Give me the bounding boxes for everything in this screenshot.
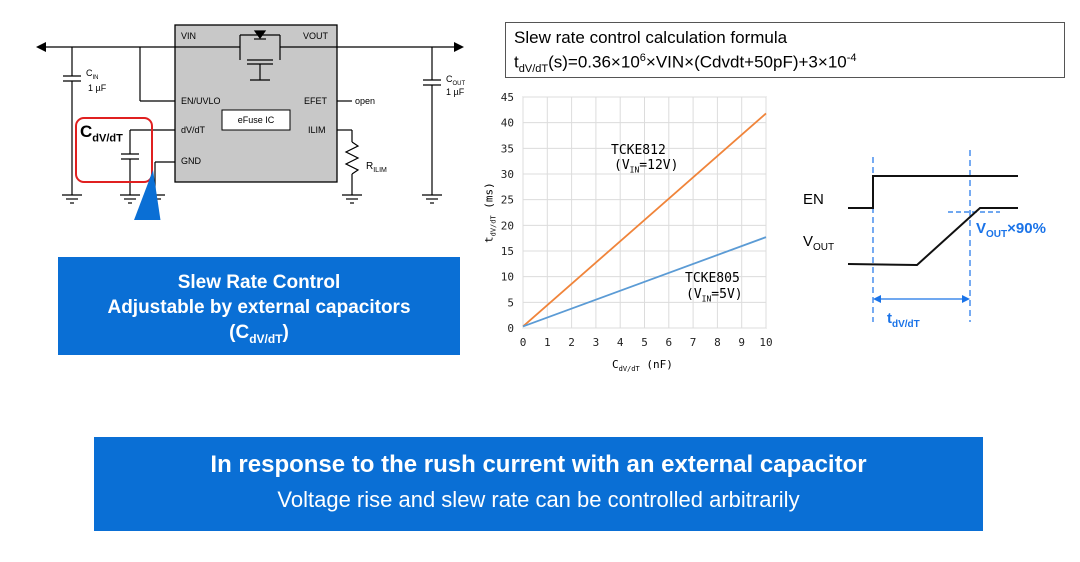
callout-line1: Slew Rate Control — [177, 272, 341, 293]
callout-pointer — [134, 170, 161, 220]
pin-gnd-label: GND — [181, 156, 201, 166]
series-line-tcke805 — [522, 236, 767, 328]
x-tick-label: 3 — [593, 336, 600, 349]
y-tick-label: 40 — [501, 117, 514, 130]
slew-rate-callout: Slew Rate Control Adjustable by external… — [58, 257, 460, 355]
mosfet-symbol — [175, 30, 337, 81]
x-tick-label: 8 — [714, 336, 721, 349]
conclusion-banner: In response to the rush current with an … — [94, 437, 983, 531]
x-tick-label: 0 — [520, 336, 527, 349]
x-tick-label: 4 — [617, 336, 624, 349]
y-tick-label: 45 — [501, 91, 514, 104]
vout-waveform — [847, 207, 1018, 267]
y-tick-label: 5 — [507, 296, 514, 309]
x-tick-label: 9 — [738, 336, 745, 349]
efet-open-label: open — [355, 96, 376, 106]
en-label: EN — [803, 191, 824, 208]
series-condition-tcke805: (VIN=5V) — [686, 287, 743, 304]
series-label-tcke805: TCKE805 — [685, 271, 740, 286]
pin-en-uvlo-label: EN/UVLO — [181, 96, 221, 106]
tdvdt-arrow-right — [962, 295, 970, 303]
callout-line2: Adjustable by external capacitors — [107, 297, 411, 318]
series-line-tcke812 — [522, 112, 767, 328]
callout-line3: (CdV/dT) — [229, 322, 289, 346]
pin-dvdt-label: dV/dT — [181, 125, 206, 135]
x-tick-label: 6 — [665, 336, 672, 349]
banner-line2: Voltage rise and slew rate can be contro… — [277, 487, 800, 512]
y-tick-label: 25 — [501, 194, 514, 207]
formula-title: Slew rate control calculation formula — [514, 28, 788, 47]
rilim-label: RILIM — [366, 161, 387, 174]
x-tick-label: 2 — [568, 336, 575, 349]
cdvdt-label: CdV/dT — [80, 122, 123, 145]
x-axis-label: CdV/dT (nF) — [612, 358, 673, 374]
efuse-ic-label-box — [221, 109, 291, 131]
x-tick-label: 1 — [544, 336, 551, 349]
formula-box: Slew rate control calculation formula td… — [505, 22, 1065, 78]
banner-line1: In response to the rush current with an … — [210, 451, 867, 478]
pin-vout-label: VOUT — [303, 31, 329, 41]
y-tick-label: 10 — [501, 271, 514, 284]
cdvdt-capacitor — [120, 153, 140, 204]
y-tick-label: 30 — [501, 168, 514, 181]
y-tick-label: 20 — [501, 219, 514, 232]
cout-capacitor — [422, 47, 442, 204]
series-label-tcke812: TCKE812 — [611, 143, 666, 158]
vout90-label: VOUT×90% — [976, 220, 1046, 240]
efuse-ic-body — [174, 24, 338, 183]
cout-label: COUT — [446, 74, 466, 87]
cin-label: CIN — [86, 68, 99, 81]
timing-diagram — [847, 150, 1018, 322]
y-tick-label: 15 — [501, 245, 514, 258]
y-tick-label: 0 — [507, 322, 514, 335]
tdvdt-arrow-left — [873, 295, 881, 303]
x-tick-label: 10 — [759, 336, 772, 349]
pin-efet-label: EFET — [304, 96, 328, 106]
cin-value: 1 µF — [88, 83, 107, 93]
y-tick-label: 35 — [501, 142, 514, 155]
cin-capacitor — [62, 47, 82, 204]
output-arrow — [454, 42, 464, 52]
pin-ilim-label: ILIM — [308, 125, 326, 135]
cdvdt-highlight — [75, 117, 153, 183]
vout-label: VOUT — [803, 233, 835, 253]
tdvdt-label: tdV/dT — [887, 310, 920, 330]
pin-vin-label: VIN — [181, 31, 197, 41]
x-tick-label: 7 — [690, 336, 697, 349]
series-condition-tcke812: (VIN=12V) — [614, 158, 679, 175]
cout-value: 1 µF — [446, 87, 465, 97]
ic-name-label: eFuse IC — [237, 115, 275, 125]
rilim-resistor — [337, 129, 362, 204]
input-arrow — [36, 42, 46, 52]
x-tick-label: 5 — [641, 336, 648, 349]
formula-expression: tdV/dT(s)=0.36×106×VIN×(Cdvdt+50pF)+3×10… — [514, 52, 857, 76]
en-waveform — [848, 175, 1018, 209]
schematic-diagram — [36, 24, 464, 220]
